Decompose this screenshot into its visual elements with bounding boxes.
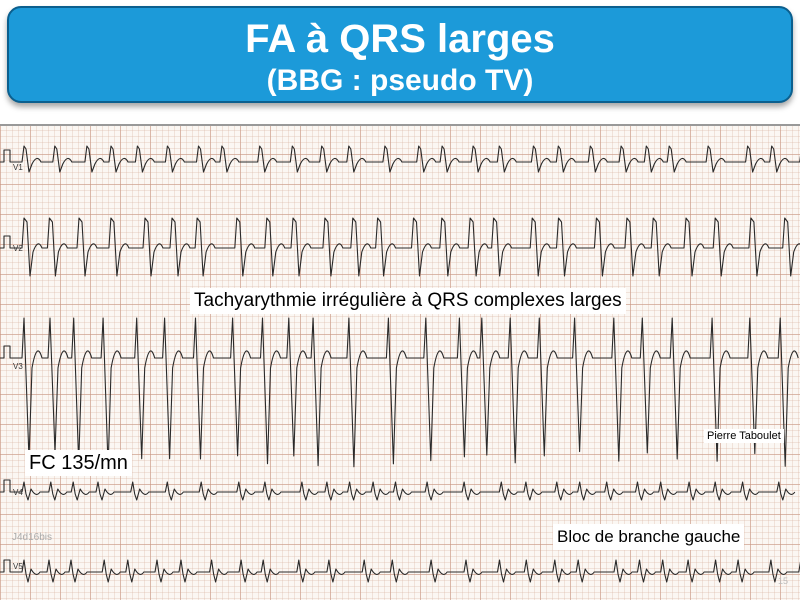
ecg-waveform (0, 559, 800, 583)
ecg-border (0, 124, 800, 126)
diagnosis-annotation: Bloc de branche gauche (553, 524, 745, 550)
reference-code: J4d16bis (12, 532, 53, 543)
ecg-waveform (0, 145, 800, 173)
ecg-tracing: V1 V2 V3 V4 V5 Tachyarythmie irrégulière… (0, 124, 800, 600)
ecg-lead-trace-4 (0, 479, 796, 501)
slide-subtitle: (BBG : pseudo TV) (266, 64, 534, 97)
lead-label-v1: V1 (13, 163, 23, 172)
ecg-waveform (0, 479, 796, 501)
ecg-lead-trace-3 (0, 317, 799, 468)
lead-label-v5: V5 (13, 562, 23, 571)
heart-rate-annotation: FC 135/mn (25, 450, 132, 476)
author-credit: Pierre Taboulet (704, 429, 784, 443)
ecg-lead-trace-1 (0, 145, 800, 173)
lead-label-v4: V4 (13, 488, 23, 497)
lead-label-v3: V3 (13, 362, 23, 371)
page-number: 15 (778, 576, 789, 586)
lead-label-v2: V2 (13, 244, 23, 253)
title-banner: FA à QRS larges (BBG : pseudo TV) (7, 6, 793, 103)
ecg-waveform (0, 217, 800, 277)
rhythm-annotation: Tachyarythmie irrégulière à QRS complexe… (190, 288, 626, 314)
ecg-grid-paper (0, 124, 800, 600)
ecg-traces (0, 145, 800, 583)
slide-title: FA à QRS larges (245, 17, 555, 61)
ecg-lead-trace-2 (0, 217, 800, 277)
ecg-waveform (0, 317, 799, 468)
ecg-lead-trace-5 (0, 559, 800, 583)
